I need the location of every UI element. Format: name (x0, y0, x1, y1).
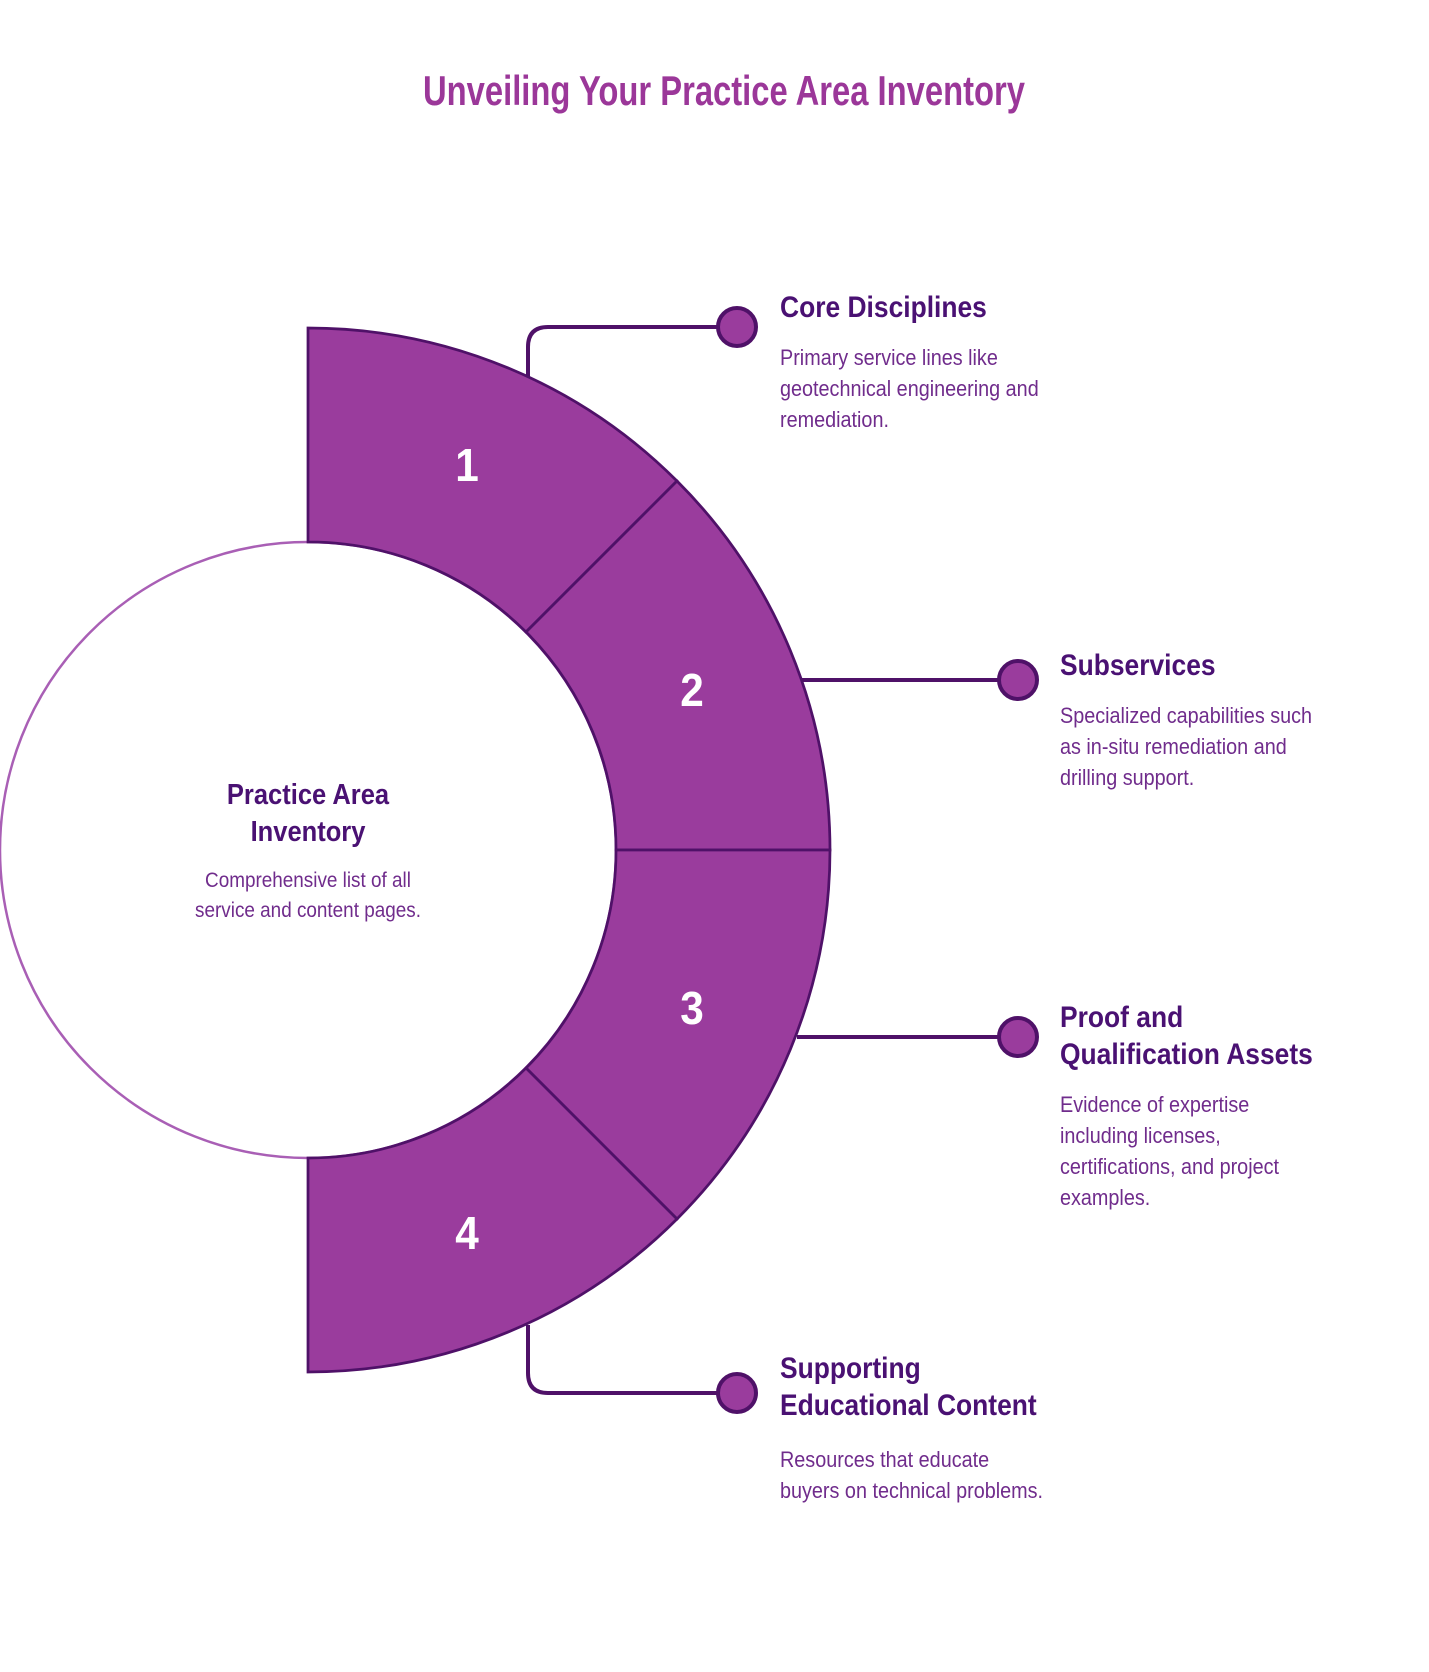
callout-1: Core Disciplines (780, 289, 1015, 326)
callout-1-body: Primary service lines like geotechnical … (780, 342, 1039, 435)
callout-3-body-line-1: Evidence of expertise (1060, 1092, 1250, 1117)
segment-4-number-wrap: 4 (455, 1210, 493, 1280)
callout-3-body-line-4: examples. (1060, 1185, 1151, 1210)
connector-4-dot-icon (716, 1372, 758, 1414)
callout-4-body-line-1: Resources that educate (780, 1447, 990, 1472)
callout-4-body-line-2: buyers on technical problems. (780, 1478, 1044, 1503)
segment-4-number: 4 (455, 1207, 479, 1260)
segment-3-number: 3 (680, 982, 704, 1035)
center-heading-line-2: Inventory (250, 816, 366, 848)
callout-3-heading-line-1: Proof and (1060, 1001, 1184, 1034)
callout-1-body-line-3: remediation. (780, 407, 889, 432)
center-body-line-1: Comprehensive list of all (205, 869, 411, 892)
callout-4-body: Resources that educate buyers on technic… (780, 1444, 1043, 1506)
callout-3-body-line-3: certifications, and project (1060, 1154, 1280, 1179)
segment-2-number-wrap: 2 (680, 667, 718, 737)
callout-2-body-line-1: Specialized capabilities such (1060, 703, 1313, 728)
connector-4-line (526, 1325, 717, 1395)
callout-3-body: Evidence of expertise including licenses… (1060, 1089, 1279, 1213)
connector-1-dot-icon (716, 306, 758, 348)
center-label: Practice Area Inventory (128, 777, 488, 851)
callout-1-heading: Core Disciplines (780, 291, 987, 324)
connector-2-dot-icon (997, 659, 1039, 701)
callout-2-heading: Subservices (1060, 649, 1216, 682)
segment-1-number-wrap: 1 (455, 442, 493, 512)
callout-2-body: Specialized capabilities such as in-situ… (1060, 700, 1312, 793)
callout-2: Subservices (1060, 647, 1237, 684)
center-heading-line-1: Practice Area (226, 779, 390, 811)
center-body: Comprehensive list of all service and co… (146, 866, 470, 926)
callout-2-body-line-3: drilling support. (1060, 765, 1195, 790)
connector-3-dot-icon (997, 1016, 1039, 1058)
segment-2-wedge (524, 479, 832, 852)
segment-2-number: 2 (680, 664, 704, 717)
callout-4-heading: Supporting Educational Content (780, 1350, 1037, 1424)
callout-1-body-line-1: Primary service lines like (780, 345, 998, 370)
center-heading: Practice Area Inventory (150, 777, 467, 851)
segment-3-wedge (524, 848, 832, 1221)
segment-1-wedge (306, 326, 679, 634)
callout-4-heading-line-2: Educational Content (780, 1389, 1037, 1422)
segment-4-wedge (306, 1066, 679, 1374)
connector-1-line (526, 325, 717, 377)
page-title: Unveiling Your Practice Area Inventory (423, 67, 1026, 114)
center-body-line-2: service and content pages. (195, 899, 421, 922)
callout-3-body-line-2: including licenses, (1060, 1123, 1221, 1148)
center-subtitle: Comprehensive list of all service and co… (128, 866, 488, 926)
callout-1-body-line-2: geotechnical engineering and (780, 376, 1039, 401)
segment-3-number-wrap: 3 (680, 985, 718, 1055)
callout-4-heading-line-1: Supporting (780, 1352, 921, 1385)
callout-3-heading-line-2: Qualification Assets (1060, 1038, 1313, 1071)
segment-1-number: 1 (455, 439, 479, 492)
callout-3-heading: Proof and Qualification Assets (1060, 999, 1313, 1073)
callout-2-body-line-2: as in-situ remediation and (1060, 734, 1287, 759)
